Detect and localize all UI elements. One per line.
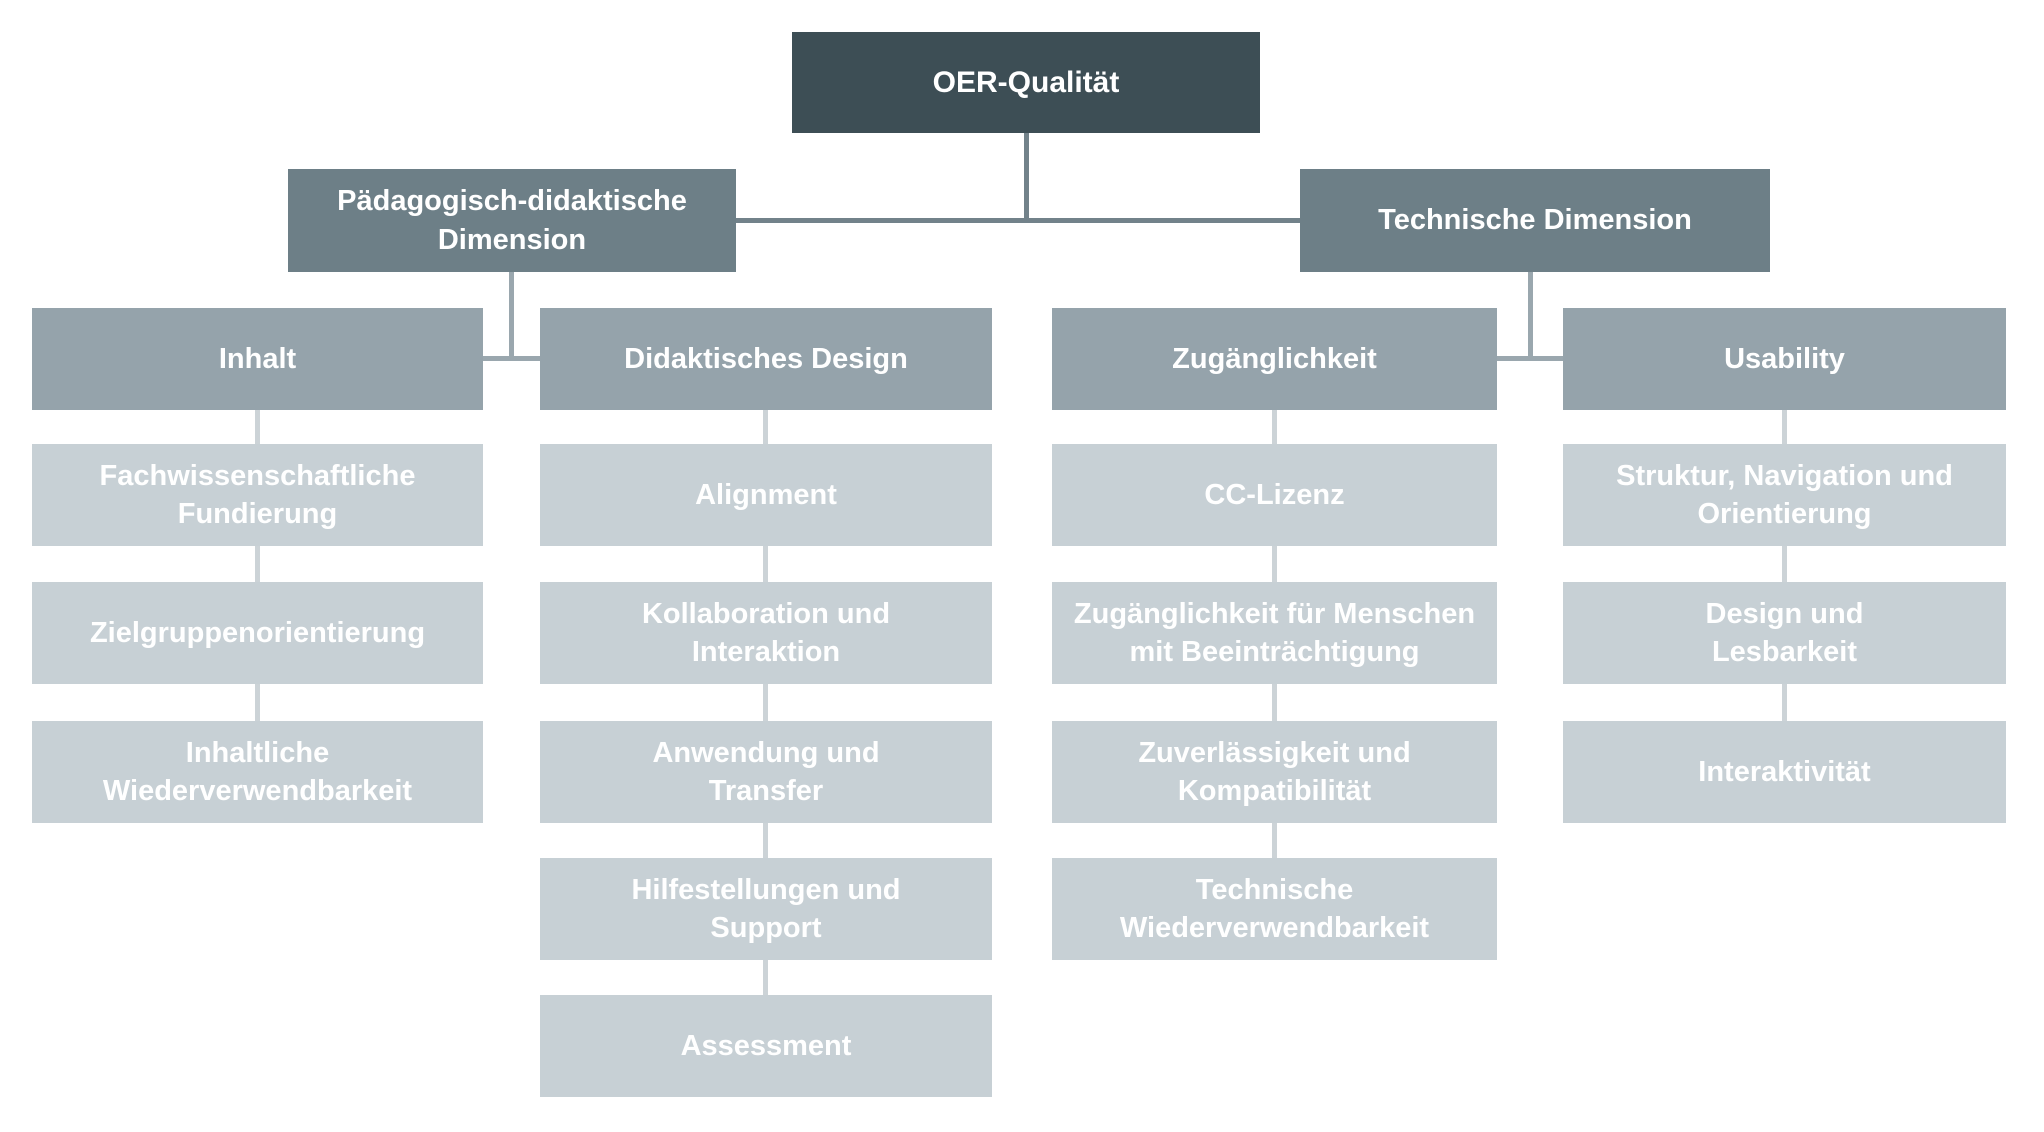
node-header-zugaenglichkeit: Zugänglichkeit <box>1052 308 1497 410</box>
node-dimension-paedagogisch-didaktisch: Pädagogisch-didaktische Dimension <box>288 169 736 272</box>
connector-dim2-rail <box>1497 356 1563 361</box>
node-item-alignment: Alignment <box>540 444 992 546</box>
node-item-struktur-navigation-orientierung: Struktur, Navigation und Orientierung <box>1563 444 2006 546</box>
node-item-hilfestellungen-und-support: Hilfestellungen und Support <box>540 858 992 960</box>
connector-column-inhalt <box>255 359 260 772</box>
node-item-interaktivitaet: Interaktivität <box>1563 721 2006 823</box>
node-header-inhalt: Inhalt <box>32 308 483 410</box>
connector-dim1-rail <box>483 356 540 361</box>
node-header-usability: Usability <box>1563 308 2006 410</box>
connector-root-vertical <box>1024 133 1029 223</box>
node-item-zuverlaessigkeit-und-kompatibilitaet: Zuverlässigkeit und Kompatibilität <box>1052 721 1497 823</box>
node-item-inhaltliche-wiederverwendbarkeit: Inhaltliche Wiederverwendbarkeit <box>32 721 483 823</box>
connector-root-rail <box>736 218 1300 223</box>
node-item-cc-lizenz: CC-Lizenz <box>1052 444 1497 546</box>
node-item-technische-wiederverwendbarkeit: Technische Wiederverwendbarkeit <box>1052 858 1497 960</box>
connector-dim1-vertical <box>509 272 514 359</box>
node-header-didaktisches-design: Didaktisches Design <box>540 308 992 410</box>
connector-column-didaktisches-design <box>763 359 768 1046</box>
connector-column-usability <box>1782 359 1787 772</box>
node-dimension-technisch: Technische Dimension <box>1300 169 1770 272</box>
node-item-anwendung-und-transfer: Anwendung und Transfer <box>540 721 992 823</box>
node-item-design-und-lesbarkeit: Design und Lesbarkeit <box>1563 582 2006 684</box>
node-item-zielgruppenorientierung: Zielgruppenorientierung <box>32 582 483 684</box>
node-item-assessment: Assessment <box>540 995 992 1097</box>
node-item-fachwissenschaftliche-fundierung: Fachwissenschaftliche Fundierung <box>32 444 483 546</box>
node-oer-qualitaet: OER-Qualität <box>792 32 1260 133</box>
node-item-kollaboration-und-interaktion: Kollaboration und Interaktion <box>540 582 992 684</box>
connector-dim2-vertical <box>1528 272 1533 359</box>
node-item-zugaenglichkeit-menschen-beeintraechtigung: Zugänglichkeit für Menschen mit Beeinträ… <box>1052 582 1497 684</box>
